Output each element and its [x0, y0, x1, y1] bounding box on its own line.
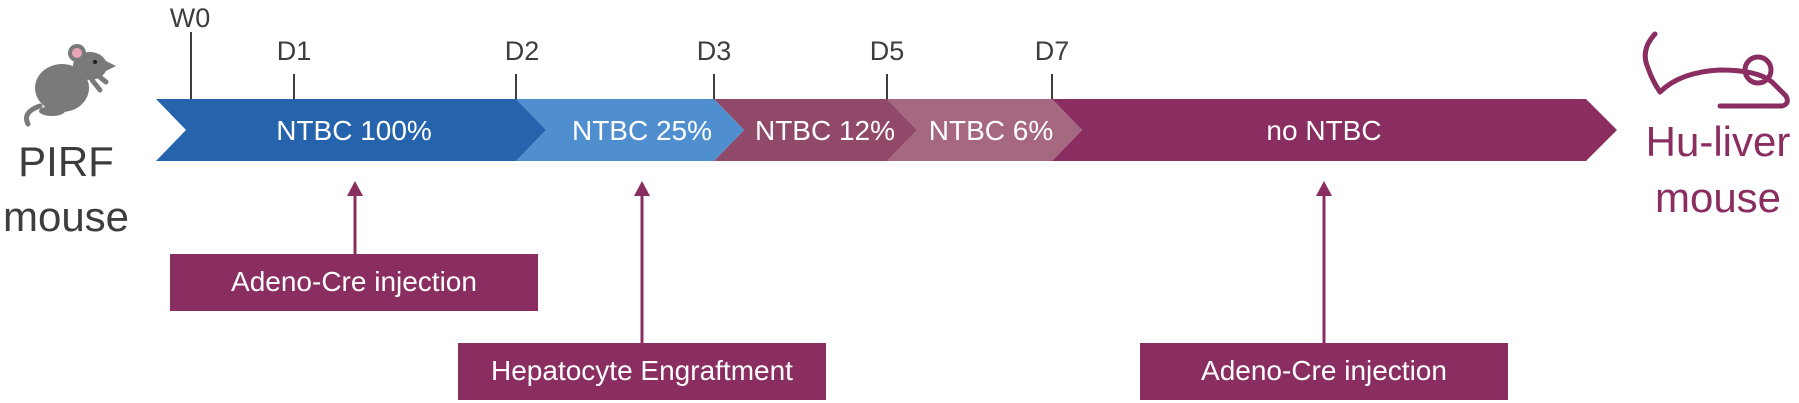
left-subject-line2: mouse: [3, 193, 129, 240]
event-arrow-2: [634, 181, 650, 343]
segment-label-no-ntbc: no NTBC: [1266, 115, 1381, 146]
right-subject-line2: mouse: [1655, 174, 1781, 221]
segment-ntbc-100: [156, 99, 546, 161]
timepoint-ticks: W0 D1 D2 D3 D5 D7: [170, 3, 1070, 100]
timepoint-label-w0: W0: [170, 3, 211, 33]
event-label-1: Adeno-Cre injection: [231, 266, 477, 297]
right-subject-line1: Hu-liver: [1646, 118, 1791, 165]
segment-ntbc-6: [887, 99, 1082, 161]
segment-ntbc-12: [714, 99, 917, 161]
segment-ntbc-25: [516, 99, 744, 161]
segment-no-ntbc: [1052, 99, 1617, 161]
segment-label-ntbc-25: NTBC 25%: [572, 115, 712, 146]
segment-label-ntbc-6: NTBC 6%: [929, 115, 1053, 146]
event-box-2: Hepatocyte Engraftment: [458, 343, 826, 400]
left-subject-line1: PIRF: [18, 138, 114, 185]
event-arrow-1: [347, 181, 363, 254]
mouse-icon: [24, 44, 116, 127]
segment-label-ntbc-100: NTBC 100%: [276, 115, 432, 146]
event-box-3: Adeno-Cre injection: [1140, 343, 1508, 400]
segment-label-ntbc-12: NTBC 12%: [755, 115, 895, 146]
timepoint-label-d5: D5: [870, 36, 905, 66]
event-box-1: Adeno-Cre injection: [170, 254, 538, 311]
timepoint-label-d1: D1: [277, 36, 312, 66]
event-label-3: Adeno-Cre injection: [1201, 355, 1447, 386]
mouse-outline-icon: [1642, 31, 1790, 109]
event-arrows: [347, 181, 1332, 343]
event-arrow-3: [1316, 181, 1332, 343]
timeline-arrow: NTBC 100% NTBC 25% NTBC 12% NTBC 6% no N…: [156, 99, 1617, 161]
timepoint-label-d7: D7: [1035, 36, 1070, 66]
timepoint-label-d2: D2: [505, 36, 540, 66]
event-label-2: Hepatocyte Engraftment: [491, 355, 793, 386]
timepoint-label-d3: D3: [697, 36, 732, 66]
